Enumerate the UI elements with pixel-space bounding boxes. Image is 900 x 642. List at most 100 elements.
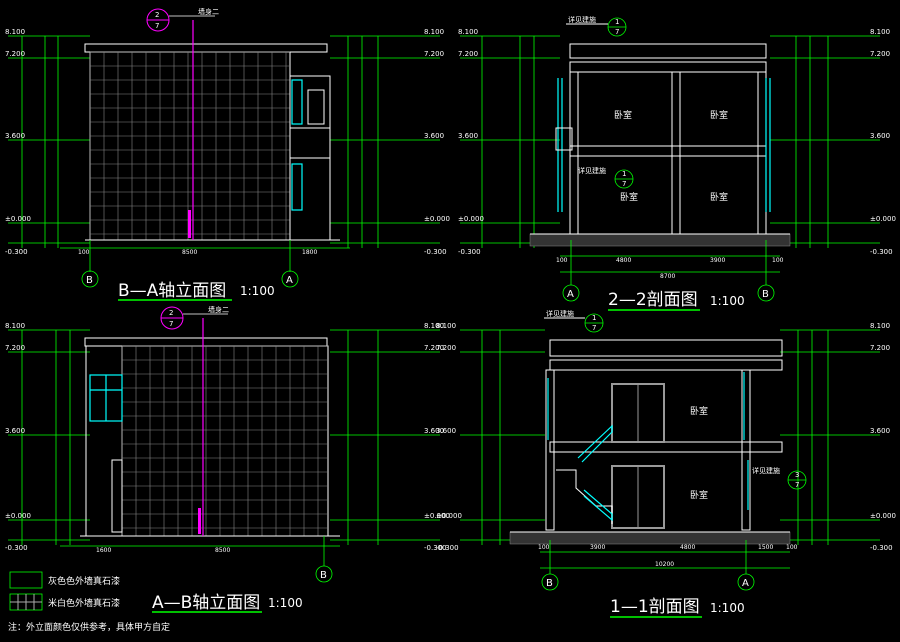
s22-room-2: 卧室	[710, 109, 728, 121]
s22-room-3: 卧室	[620, 191, 638, 203]
s22-level-030-r: -0.300	[870, 248, 893, 256]
ab-level-030-r: -0.300	[424, 544, 447, 552]
s11-room-1: 卧室	[690, 405, 708, 417]
s22-dim-total: 8700	[660, 273, 675, 280]
ab-dim-0: 1600	[96, 547, 111, 554]
s11-scale: 1:100	[710, 601, 745, 615]
ba-level-360-r: 3.600	[424, 132, 444, 140]
ba-level-720-r: 7.200	[424, 50, 444, 58]
s22-room-1: 卧室	[614, 109, 632, 121]
ba-callout-num: 2	[155, 11, 159, 19]
ba-dim-0: 100	[78, 249, 90, 256]
panel-section-22: 8.100 7.200 3.600 ±0.000 -0.300 8.100 7.…	[458, 15, 896, 311]
ba-level-810-r: 8.100	[424, 28, 444, 36]
s22-level-030: -0.300	[458, 248, 481, 256]
s11-level-000: ±0.000	[436, 512, 462, 520]
ab-level-360-r: 3.600	[424, 427, 444, 435]
s11-dim-total: 10200	[655, 561, 674, 568]
ba-level-720: 7.200	[5, 50, 25, 58]
ab-level-360: 3.600	[5, 427, 25, 435]
s22-callout1-text: 详见建施	[568, 15, 596, 24]
s11-callout2-text: 详见建施	[752, 466, 780, 475]
s22-dim-0: 100	[556, 257, 568, 264]
s11-dim-1: 3900	[590, 544, 605, 551]
ab-callout-sheet: 7	[169, 320, 173, 328]
ba-title: B—A轴立面图	[118, 281, 226, 301]
ba-level-000: ±0.000	[5, 215, 31, 223]
s11-callout1-num: 1	[592, 314, 596, 322]
ba-dim-1: 8500	[182, 249, 197, 256]
ba-level-030: -0.300	[5, 248, 28, 256]
stone-tile-grid-ab	[121, 345, 328, 536]
ba-axis-left: B	[86, 275, 93, 286]
s11-dim-0: 100	[538, 544, 550, 551]
s11-dim-4: 100	[786, 544, 798, 551]
s22-callout2-num: 1	[622, 170, 626, 178]
legend-swatch-gray	[9, 571, 43, 589]
s22-room-4: 卧室	[710, 191, 728, 203]
s22-level-000: ±0.000	[458, 215, 484, 223]
ba-level-000-r: ±0.000	[424, 215, 450, 223]
s22-dim-1: 4800	[616, 257, 631, 264]
s11-level-720: 7.200	[436, 344, 456, 352]
s22-level-360: 3.600	[458, 132, 478, 140]
ba-axis-right: A	[286, 275, 293, 286]
s22-axis-left: A	[567, 289, 574, 300]
ab-level-720: 7.200	[5, 344, 25, 352]
s22-callout2-sheet: 7	[622, 180, 626, 188]
ab-level-030: -0.300	[5, 544, 28, 552]
s22-axis-right: B	[762, 289, 769, 300]
ab-axis-right: B	[320, 570, 327, 581]
s22-callout1-num: 1	[615, 18, 619, 26]
ba-level-030-r: -0.300	[424, 248, 447, 256]
s11-level-030-r: -0.300	[870, 544, 893, 552]
ba-level-360: 3.600	[5, 132, 25, 140]
s11-level-810-r: 8.100	[870, 322, 890, 330]
ab-level-720-r: 7.200	[424, 344, 444, 352]
s22-level-810: 8.100	[458, 28, 478, 36]
s11-level-720-r: 7.200	[870, 344, 890, 352]
s11-level-360-r: 3.600	[870, 427, 890, 435]
ab-callout-text: 墙身二	[208, 305, 229, 314]
footnote: 注：外立面颜色仅供参考，具体甲方自定	[8, 621, 170, 633]
legend: 灰色色外墙真石漆 米白色外墙真石漆	[9, 571, 120, 611]
s11-level-810: 8.100	[436, 322, 456, 330]
s11-callout1-text: 详见建施	[546, 309, 574, 318]
ab-callout-num: 2	[169, 309, 173, 317]
s11-level-030: -0.300	[436, 544, 459, 552]
s22-title: 2—2剖面图	[608, 290, 698, 310]
s11-level-360: 3.600	[436, 427, 456, 435]
s22-level-810-r: 8.100	[870, 28, 890, 36]
ba-dim-2: 1800	[302, 249, 317, 256]
s11-callout1-sheet: 7	[592, 324, 596, 332]
s22-dim-2: 3900	[710, 257, 725, 264]
s11-title: 1—1剖面图	[610, 597, 700, 617]
ab-level-000: ±0.000	[5, 512, 31, 520]
ab-scale: 1:100	[268, 596, 303, 610]
s11-callout2-num: 3	[795, 471, 799, 479]
s11-level-000-r: ±0.000	[870, 512, 896, 520]
ba-scale: 1:100	[240, 284, 275, 298]
s11-dim-2: 4800	[680, 544, 695, 551]
ab-level-810-r: 8.100	[424, 322, 444, 330]
ab-level-000-r: ±0.000	[424, 512, 450, 520]
s22-level-000-r: ±0.000	[870, 215, 896, 223]
s22-callout2-text: 详见建施	[578, 166, 606, 175]
s11-axis-right: A	[742, 578, 749, 589]
s22-scale: 1:100	[710, 294, 745, 308]
s11-dim-3: 1500	[758, 544, 773, 551]
ab-dim-1: 8500	[215, 547, 230, 554]
s11-axis-left: B	[546, 578, 553, 589]
ba-callout-sheet: 7	[155, 22, 159, 30]
s22-dim-3: 100	[772, 257, 784, 264]
panel-section-11: 8.100 7.200 3.600 ±0.000 -0.300 8.100 7.…	[436, 309, 896, 618]
legend-label-gray: 灰色色外墙真石漆	[48, 575, 120, 587]
s22-level-720: 7.200	[458, 50, 478, 58]
legend-label-beige: 米白色外墙真石漆	[48, 597, 120, 609]
ba-level-810: 8.100	[5, 28, 25, 36]
ab-level-810: 8.100	[5, 322, 25, 330]
s22-callout1-sheet: 7	[615, 28, 619, 36]
ab-title: A—B轴立面图	[152, 593, 260, 613]
